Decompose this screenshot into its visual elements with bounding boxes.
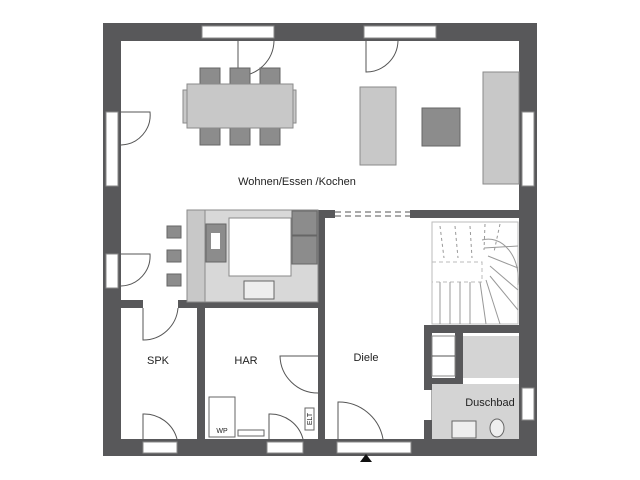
- utility-fixtures: [208, 396, 315, 438]
- bathroom: [431, 335, 519, 439]
- room-label-bath: Duschbad: [465, 397, 515, 409]
- room-label-living: Wohnen/Essen /Kochen: [238, 176, 356, 188]
- room-label-utility: HAR: [234, 355, 257, 367]
- sofas: [359, 71, 520, 185]
- windows: [105, 25, 535, 454]
- entrance-arrow: [360, 454, 372, 462]
- room-label-hall: Diele: [353, 352, 378, 364]
- staircase: [431, 221, 519, 325]
- heat-pump-label: WP: [216, 428, 228, 435]
- room-label-pantry: SPK: [147, 355, 170, 367]
- electrical-label: ELT: [307, 412, 314, 425]
- dining-set: [182, 67, 297, 146]
- kitchen: [166, 209, 319, 303]
- interior-walls: [121, 210, 519, 440]
